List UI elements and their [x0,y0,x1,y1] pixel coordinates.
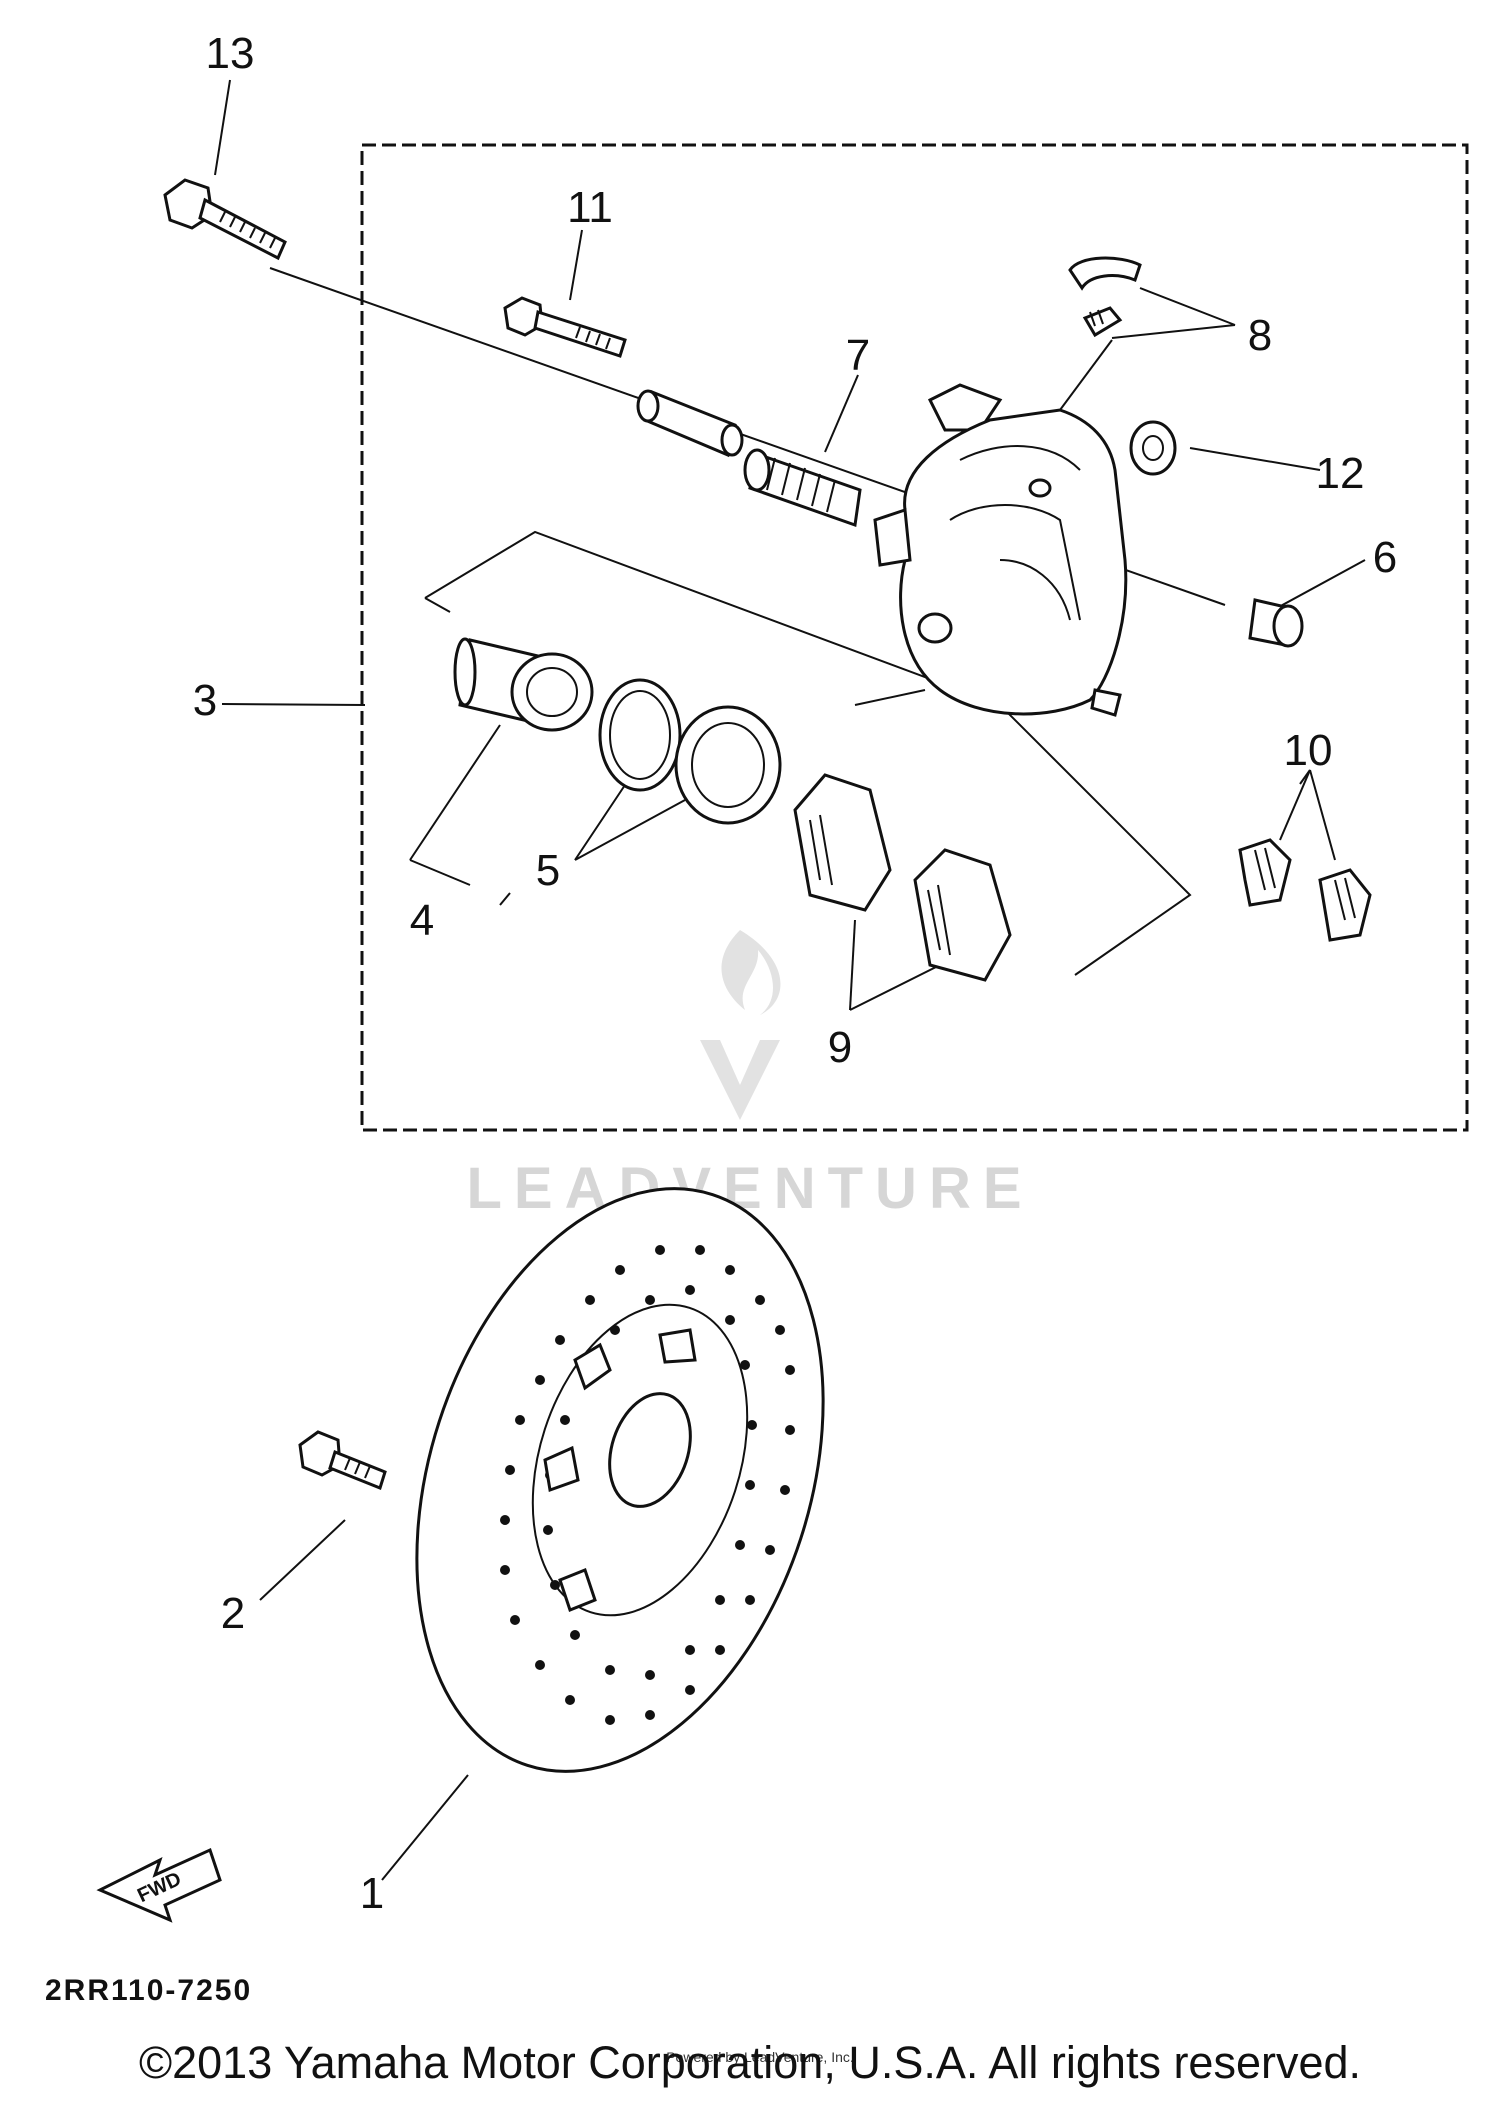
leader-lines [214,79,1366,1881]
part-5-seals [598,678,782,825]
callout-13: 13 [206,29,255,78]
part-10-pad-clips [1238,838,1372,942]
caliper-body [873,383,1128,717]
leadventure-watermark: LEADVENTURE [466,930,1033,1221]
part-9-brake-pads [793,773,1012,982]
powered-by-text: Powered by LeadVenture, Inc. [666,2049,854,2065]
part-sleeve [636,389,744,458]
callout-6: 6 [1373,533,1397,582]
callout-7: 7 [846,331,870,380]
flame-logo-icon [721,930,781,1015]
callout-1: 1 [360,1869,384,1918]
callout-11: 11 [567,183,613,232]
part-1-brake-disc [415,1187,825,1773]
callout-12: 12 [1316,449,1365,498]
part-7-boot [743,448,862,528]
part-11-pin-bolt [503,296,627,358]
callout-8: 8 [1248,311,1272,360]
callout-4: 4 [410,896,434,945]
callout-2: 2 [221,1589,245,1638]
fwd-arrow-icon: FWD [96,1847,222,1923]
callout-3: 3 [193,676,217,725]
callout-9: 9 [828,1023,852,1072]
copyright-text: ©2013 Yamaha Motor Corporation, U.S.A. A… [139,2037,1361,2088]
diagram-code: 2RR110-7250 [45,1974,252,2007]
callout-10: 10 [1284,726,1333,775]
callout-labels: 13 11 7 8 12 6 3 10 5 4 9 2 1 [193,29,1397,1918]
part-2-disc-bolt [298,1430,387,1490]
part-4-piston [453,637,594,732]
v-logo-icon [700,1040,780,1120]
caliper-assembly-box [360,143,1469,1132]
part-6-bush [1248,598,1304,648]
watermark-text: LEADVENTURE [466,1156,1033,1221]
part-13-bolt [163,178,287,261]
part-8-bleeder [1068,256,1142,338]
part-12-bush [1129,420,1177,476]
callout-5: 5 [536,846,560,895]
